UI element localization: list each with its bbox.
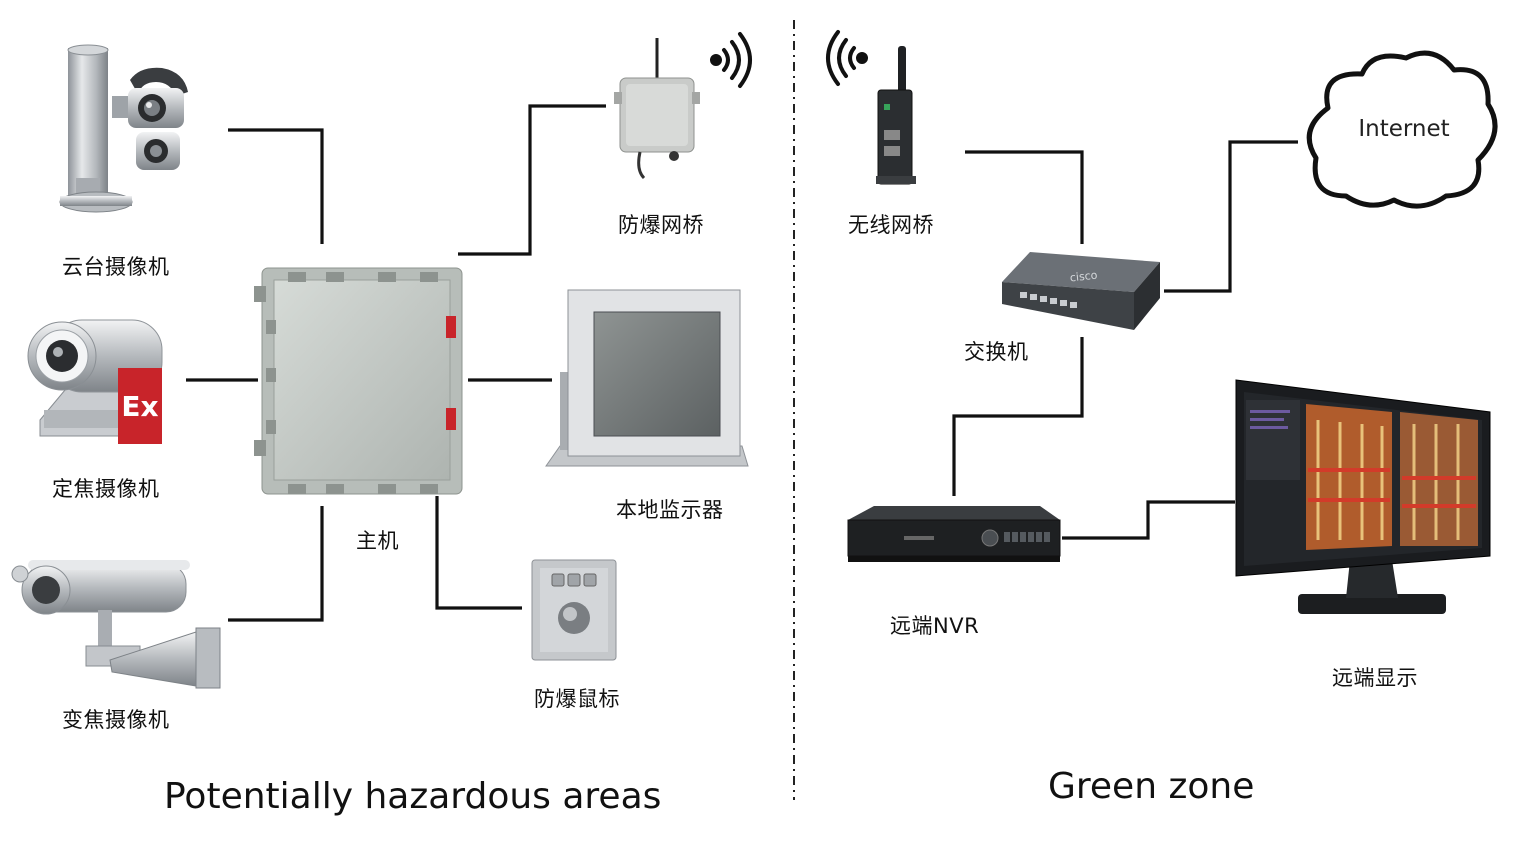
internet-cloud-icon: Internet <box>1306 50 1498 209</box>
link-zoom-host <box>228 506 324 622</box>
link-wbridge-switch <box>965 150 1084 244</box>
ex-mark: Ex <box>121 390 158 423</box>
host-label: 主机 <box>356 529 399 553</box>
local-monitor-label: 本地监示器 <box>616 498 724 522</box>
connection-lines <box>186 104 1298 622</box>
fixed-camera-label: 定焦摄像机 <box>52 477 160 501</box>
link-ptz-host <box>228 128 324 244</box>
ex-bridge-label: 防爆网桥 <box>618 213 704 237</box>
ex-mouse-icon <box>531 559 617 661</box>
hazardous-zone-title: Potentially hazardous areas <box>164 776 662 817</box>
zoom-camera-icon <box>11 560 221 689</box>
remote-display-label: 远端显示 <box>1332 666 1418 690</box>
internet-label: Internet <box>1358 116 1449 142</box>
zoom-camera-label: 变焦摄像机 <box>62 708 170 732</box>
green-zone-title: Green zone <box>1048 766 1255 807</box>
wireless-bridge-icon <box>876 46 916 185</box>
remote-display-icon <box>1235 379 1491 614</box>
link-switch-internet <box>1164 140 1298 293</box>
switch-label: 交换机 <box>964 340 1029 364</box>
remote-nvr-label: 远端NVR <box>890 614 980 638</box>
host-box-icon <box>254 267 463 495</box>
network-switch-icon: cisco <box>1002 252 1160 330</box>
local-monitor-icon <box>545 289 749 467</box>
ex-bridge-icon <box>614 38 700 180</box>
ptz-camera-icon <box>59 44 188 213</box>
wireless-bridge-label: 无线网桥 <box>848 213 934 237</box>
ptz-camera-label: 云台摄像机 <box>62 255 170 279</box>
link-host-mouse <box>435 496 522 610</box>
wifi-signal-icon-right <box>826 30 868 86</box>
ex-mouse-label: 防爆鼠标 <box>534 687 620 711</box>
nvr-recorder-icon <box>847 506 1061 562</box>
link-host-exbridge <box>458 104 606 256</box>
link-nvr-display <box>1062 500 1235 540</box>
switch-brand: cisco <box>1069 269 1098 285</box>
link-switch-nvr <box>952 337 1084 496</box>
wifi-signal-icon <box>710 32 752 88</box>
fixed-camera-icon: Ex <box>27 319 163 444</box>
